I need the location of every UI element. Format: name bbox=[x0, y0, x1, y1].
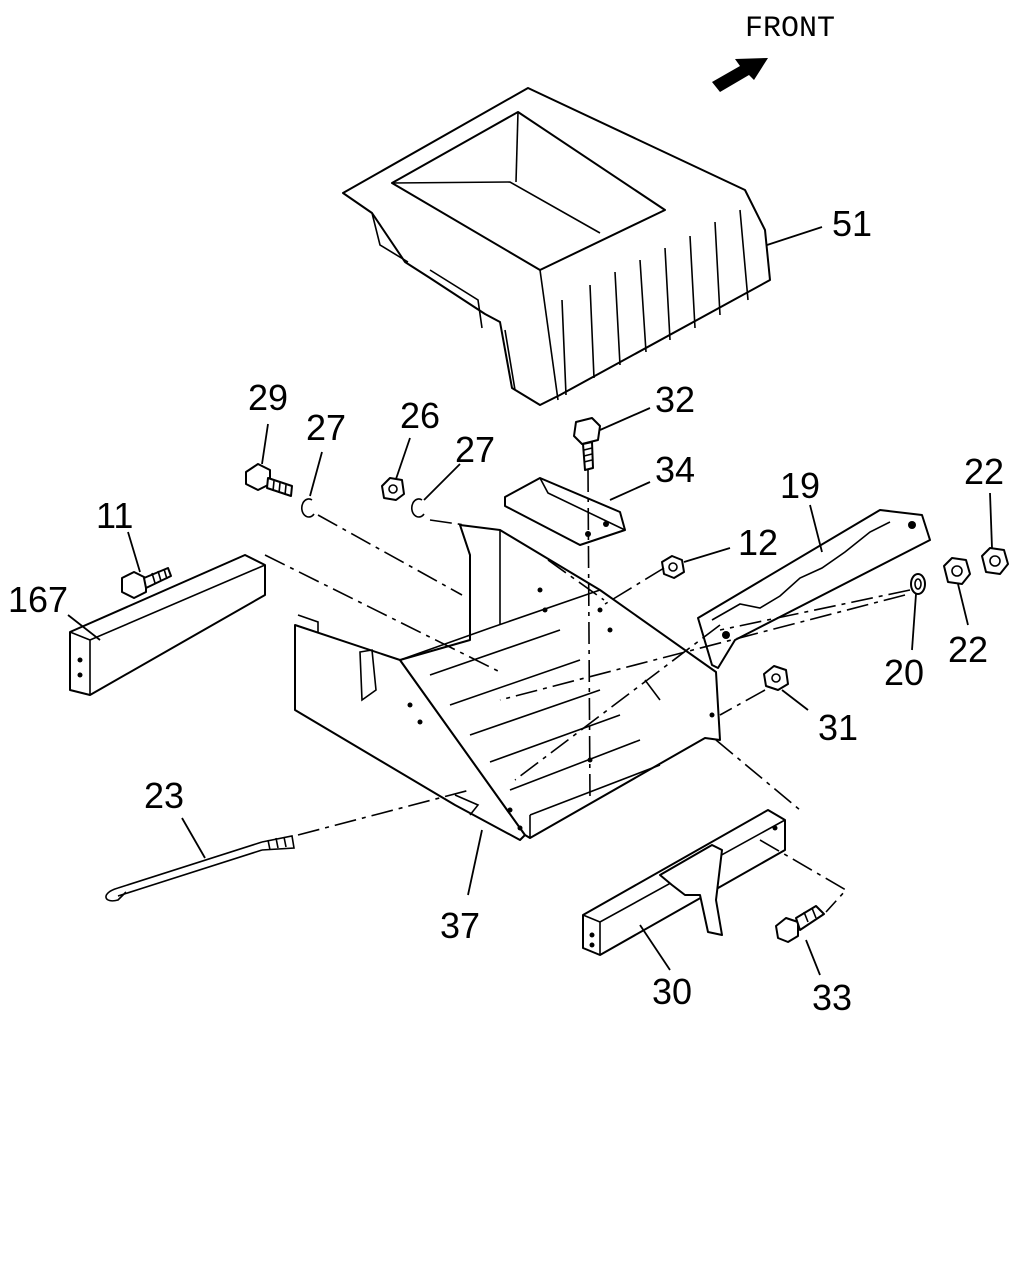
callout-26: 26 bbox=[395, 395, 440, 480]
callout-22a-label: 22 bbox=[964, 451, 1004, 492]
callout-30-label: 30 bbox=[652, 971, 692, 1012]
callout-33-label: 33 bbox=[812, 977, 852, 1018]
callout-27b-label: 27 bbox=[455, 429, 495, 470]
callout-19-label: 19 bbox=[780, 465, 820, 506]
callout-22a: 22 bbox=[964, 451, 1004, 549]
callout-22b-label: 22 bbox=[948, 629, 988, 670]
clip-27b bbox=[410, 498, 425, 518]
nut-31 bbox=[763, 665, 789, 691]
callout-167: 167 bbox=[8, 579, 101, 641]
callout-30: 30 bbox=[639, 924, 692, 1012]
callout-29: 29 bbox=[248, 377, 288, 465]
rail-30 bbox=[582, 809, 786, 956]
bolt-11 bbox=[121, 567, 172, 599]
callout-23-label: 23 bbox=[144, 775, 184, 816]
callout-32: 32 bbox=[599, 379, 695, 431]
rail-19 bbox=[697, 509, 931, 669]
callout-37: 37 bbox=[440, 829, 483, 946]
callout-22b: 22 bbox=[948, 583, 988, 670]
callout-34: 34 bbox=[609, 449, 695, 501]
callout-32-label: 32 bbox=[655, 379, 695, 420]
bolt-33 bbox=[775, 905, 825, 943]
callout-51: 51 bbox=[766, 203, 872, 246]
callout-23: 23 bbox=[144, 775, 206, 859]
nut-12 bbox=[661, 555, 685, 579]
callout-51-label: 51 bbox=[832, 203, 872, 244]
callout-167-label: 167 bbox=[8, 579, 68, 620]
front-indicator: FRONT bbox=[712, 12, 835, 92]
assembly-lines bbox=[264, 469, 911, 913]
callout-20: 20 bbox=[884, 593, 924, 693]
callout-26-label: 26 bbox=[400, 395, 440, 436]
callout-27a-label: 27 bbox=[306, 407, 346, 448]
clip-27a bbox=[300, 498, 315, 518]
callout-20-label: 20 bbox=[884, 652, 924, 693]
callout-34-label: 34 bbox=[655, 449, 695, 490]
callout-12: 12 bbox=[683, 522, 778, 563]
callout-29-label: 29 bbox=[248, 377, 288, 418]
washer-20 bbox=[910, 573, 926, 595]
hook-rod-23 bbox=[105, 835, 295, 902]
front-label: FRONT bbox=[745, 12, 835, 46]
callout-12-label: 12 bbox=[738, 522, 778, 563]
bolt-32 bbox=[573, 417, 601, 471]
callout-31: 31 bbox=[781, 689, 858, 748]
nut-22b bbox=[943, 557, 971, 585]
bracket-34 bbox=[504, 477, 626, 546]
battery-tray-37 bbox=[294, 524, 721, 841]
callout-31-label: 31 bbox=[818, 707, 858, 748]
callout-11: 11 bbox=[96, 495, 141, 573]
callout-27b: 27 bbox=[423, 429, 495, 501]
nut-22a bbox=[981, 547, 1009, 575]
rail-167 bbox=[69, 554, 266, 696]
nut-26 bbox=[381, 477, 405, 501]
callout-19: 19 bbox=[780, 465, 823, 553]
battery-cover-51 bbox=[342, 87, 771, 406]
callout-11-label: 11 bbox=[96, 495, 133, 536]
callout-33: 33 bbox=[805, 939, 852, 1018]
callout-27a: 27 bbox=[306, 407, 346, 497]
front-arrow-icon bbox=[712, 58, 768, 92]
callout-37-label: 37 bbox=[440, 905, 480, 946]
bolt-29 bbox=[245, 463, 293, 497]
